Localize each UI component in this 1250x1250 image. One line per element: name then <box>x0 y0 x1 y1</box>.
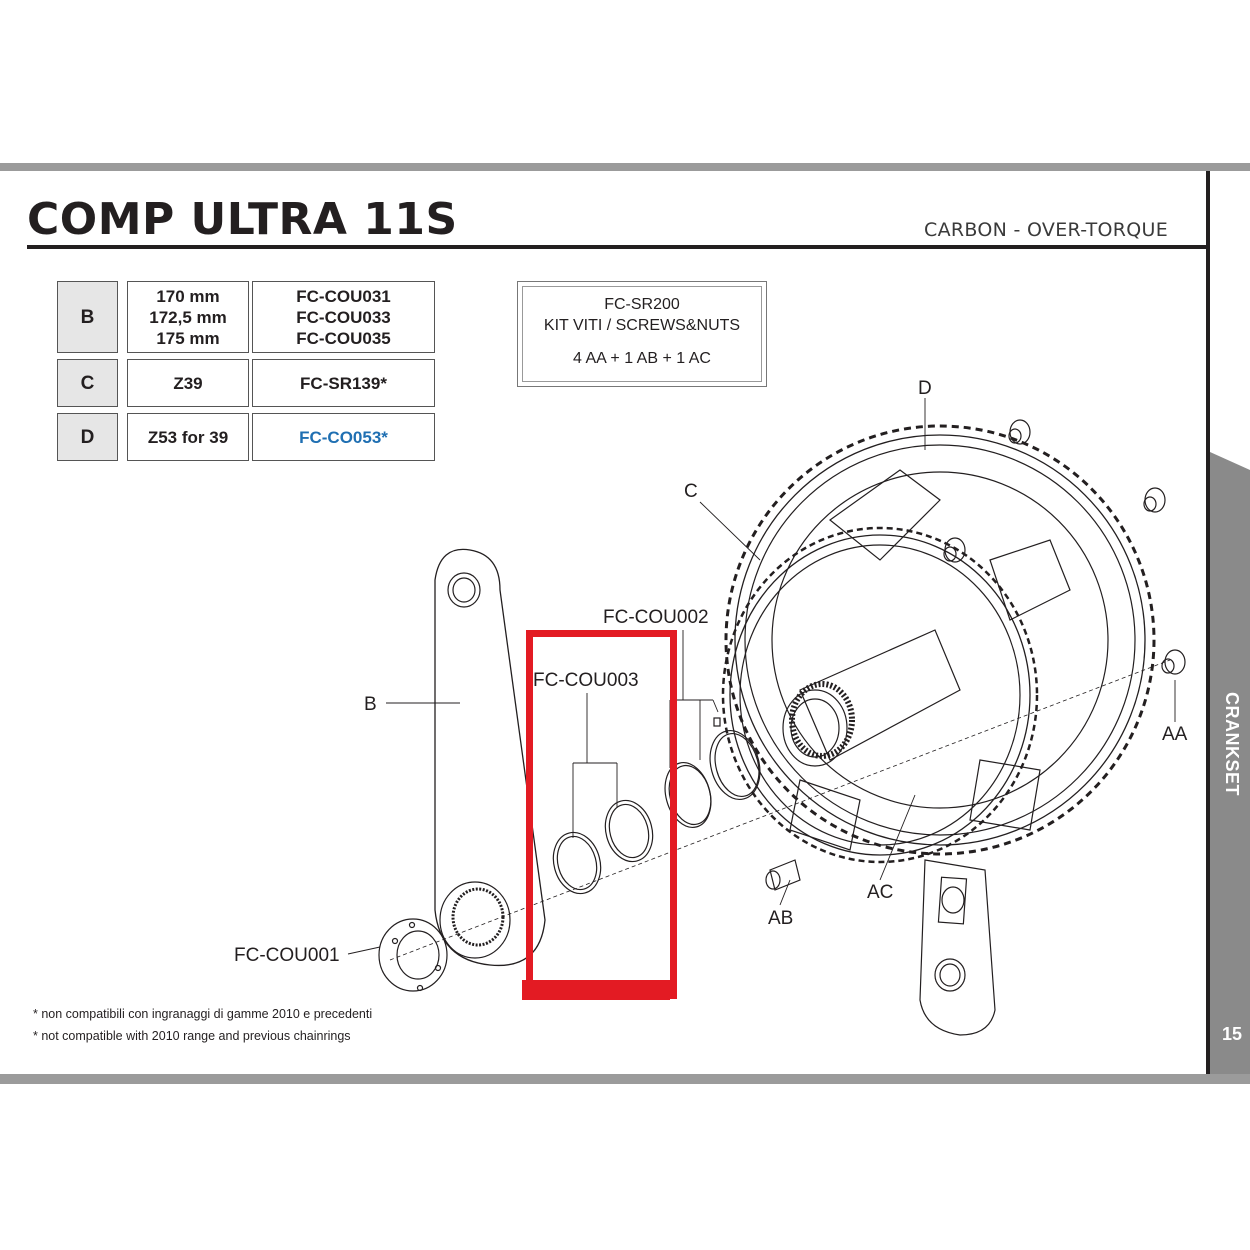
row-key-label: B <box>80 306 95 328</box>
table-cell-spec: 170 mm 172,5 mm 175 mm <box>127 281 249 353</box>
callout-b[interactable]: B <box>364 694 377 715</box>
title-underline <box>27 245 1210 249</box>
spec-line: 170 mm <box>156 286 220 306</box>
callout-ab[interactable]: AB <box>768 908 794 929</box>
part-code: FC-COU031 <box>296 286 391 306</box>
footnote-italian: * non compatibili con ingranaggi di gamm… <box>33 1007 373 1021</box>
page-number: 15 <box>1222 1024 1243 1044</box>
inner-chainring-c <box>721 526 1039 864</box>
footnote-english: * not compatible with 2010 range and pre… <box>33 1029 351 1043</box>
table-row-key: C <box>57 359 118 407</box>
kit-quantity: 4 AA + 1 AB + 1 AC <box>573 350 711 367</box>
top-rule <box>0 163 1250 171</box>
table-cell-spec: Z39 <box>127 359 249 407</box>
spec-line: Z39 <box>173 373 203 393</box>
dust-cap-fc-cou001 <box>378 918 448 992</box>
kit-code: FC-SR200 <box>604 296 680 313</box>
part-code: FC-COU033 <box>296 307 391 327</box>
table-row-key: B <box>57 281 118 353</box>
highlight-box-bottom-bar <box>522 980 670 1000</box>
left-crank-arm-b <box>434 548 546 967</box>
callout-aa[interactable]: AA <box>1162 724 1188 745</box>
part-code-link[interactable]: FC-CO053* <box>299 427 388 447</box>
kit-inner-frame <box>522 286 762 382</box>
table-row-key: D <box>57 413 118 461</box>
spacer-rings-fc-cou003 <box>552 799 654 895</box>
page-title: COMP ULTRA 11S <box>27 194 458 245</box>
spec-line: 175 mm <box>156 328 220 348</box>
callout-fc-cou002[interactable]: FC-COU002 <box>603 607 709 628</box>
row-key-label: C <box>80 372 95 394</box>
kit-description: KIT VITI / SCREWS&NUTS <box>543 317 741 334</box>
callout-fc-cou001[interactable]: FC-COU001 <box>234 945 340 966</box>
part-code: FC-COU035 <box>296 328 391 348</box>
section-label: CRANKSET <box>1222 692 1242 797</box>
callout-ac[interactable]: AC <box>867 882 894 903</box>
crank-bolt-ab <box>765 859 801 891</box>
screw-kit-box: FC-SR200 KIT VITI / SCREWS&NUTS 4 AA + 1… <box>517 281 767 387</box>
right-border <box>1206 171 1210 1074</box>
bottom-rule <box>0 1074 1250 1084</box>
outer-chainring-d <box>724 424 1156 856</box>
side-tab <box>1210 470 1250 1074</box>
callout-d[interactable]: D <box>918 378 932 399</box>
table-cell-code: FC-SR139* <box>252 359 435 407</box>
table-cell-code: FC-COU031 FC-COU033 FC-COU035 <box>252 281 435 353</box>
callout-fc-cou003[interactable]: FC-COU003 <box>533 670 639 691</box>
spec-line: 172,5 mm <box>149 307 227 327</box>
chainring-bolts-aa <box>943 419 1186 675</box>
page-subtitle: CARBON - OVER-TORQUE <box>924 219 1169 241</box>
spider-arms <box>789 469 1071 851</box>
assembly-axis <box>389 659 1171 961</box>
table-cell-spec: Z53 for 39 <box>127 413 249 461</box>
row-key-label: D <box>80 426 95 448</box>
callout-c[interactable]: C <box>684 481 698 502</box>
right-crank-arm <box>919 859 996 1036</box>
axle-spindle <box>782 629 961 767</box>
spec-line: Z53 for 39 <box>147 427 229 447</box>
table-cell-code[interactable]: FC-CO053* <box>252 413 435 461</box>
part-code: FC-SR139* <box>300 373 387 393</box>
leader-lines <box>347 398 1176 955</box>
